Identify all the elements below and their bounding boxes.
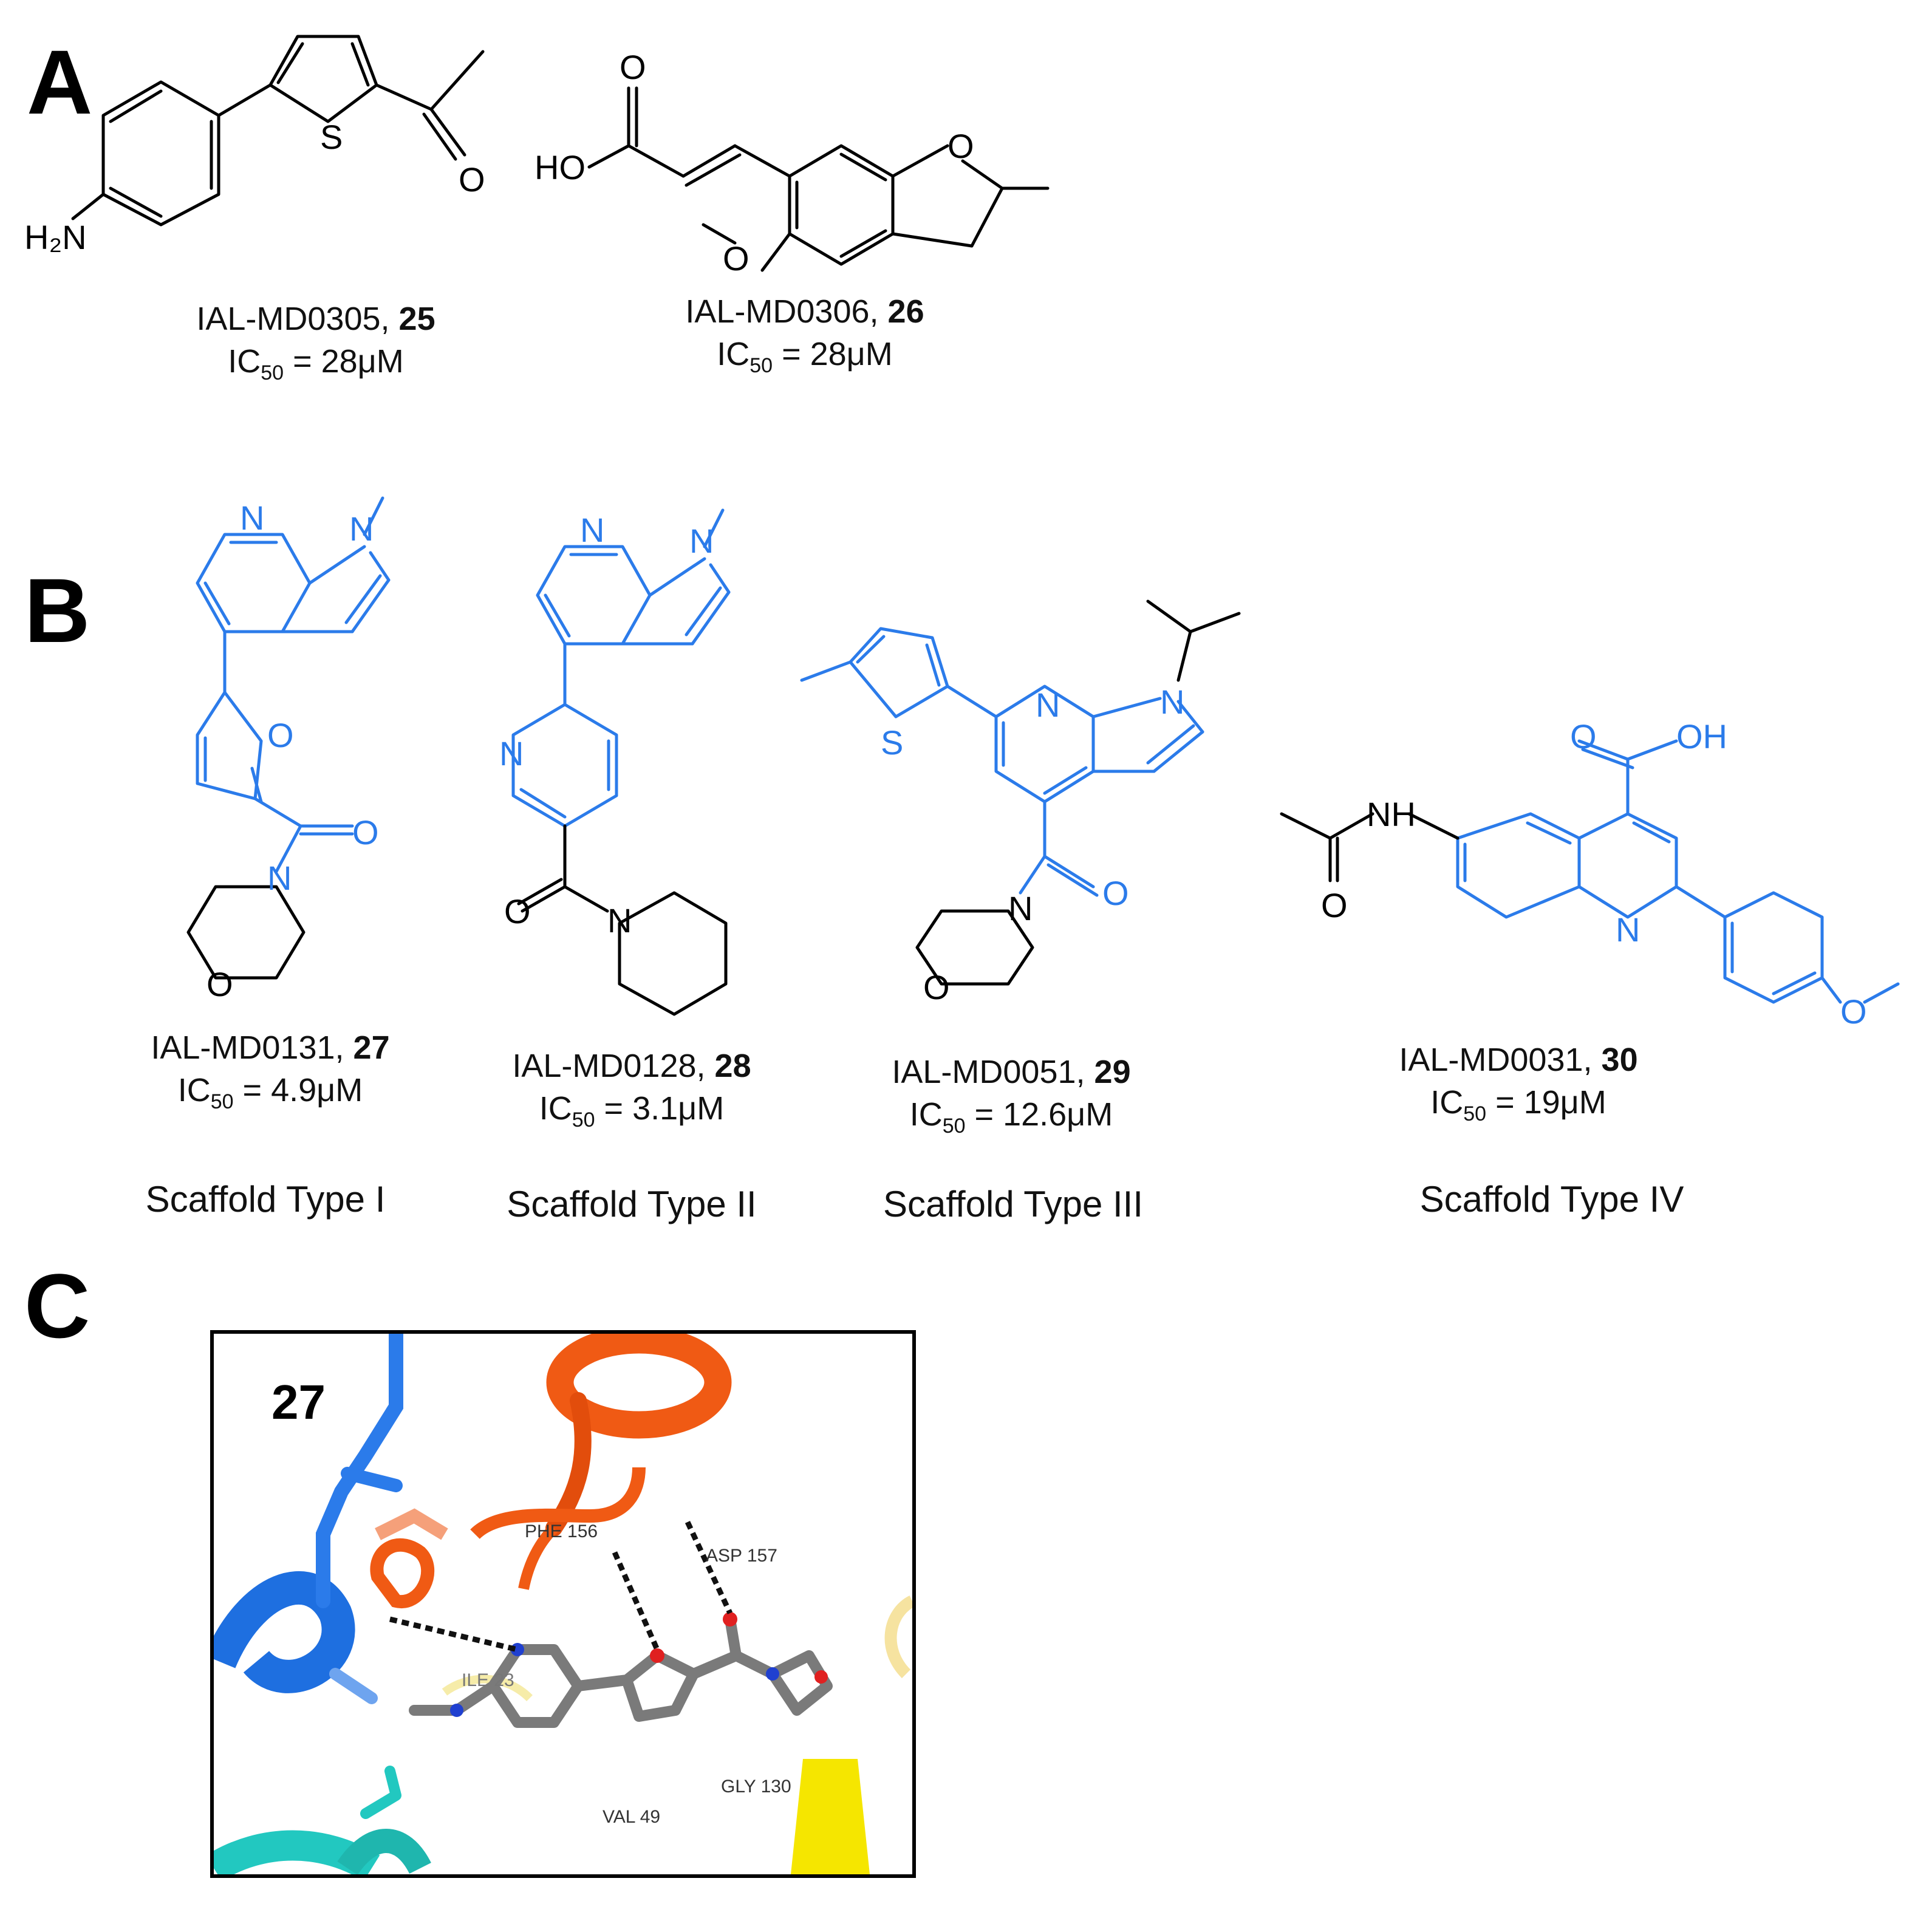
- atom-n: N: [607, 901, 632, 940]
- atom-n: N: [349, 510, 374, 548]
- ligand-27: [409, 1614, 833, 1728]
- atom-o: O: [267, 716, 294, 754]
- atom-nh: NH: [1367, 795, 1416, 833]
- atom-o: O: [923, 968, 950, 1006]
- caption-compound-29: IAL-MD0051, 29 IC50 = 12.6μM: [892, 1054, 1131, 1138]
- panel-label-a: A: [27, 31, 93, 133]
- atom-o: O: [207, 965, 233, 1003]
- ligand-heteroatoms: [450, 1612, 828, 1717]
- atom-n: N: [240, 499, 264, 537]
- atom-n: N: [499, 734, 524, 773]
- atom-n: N: [1616, 910, 1640, 949]
- atom-o: O: [1570, 717, 1597, 756]
- atom-s: S: [320, 118, 343, 156]
- residue-label-asp-157: ASP 157: [706, 1546, 777, 1566]
- scaffold-label-type-iii: Scaffold Type III: [883, 1184, 1144, 1224]
- atom-o: O: [1102, 874, 1129, 912]
- atom-oh: OH: [1676, 717, 1727, 756]
- residue-label-gly-130: GLY 130: [721, 1777, 791, 1797]
- atom-n: N: [580, 511, 604, 549]
- phe-156-sidechain: [370, 1508, 448, 1609]
- caption-compound-26: IAL-MD0306, 26 IC50 = 28μM: [685, 293, 924, 377]
- atom-n: N: [1036, 686, 1060, 724]
- docking-compound-label: 27: [271, 1375, 326, 1429]
- atom-n: N: [1160, 683, 1184, 721]
- structure-compound-26: O HO O O: [534, 48, 1050, 278]
- helix-orange: [470, 1334, 732, 1590]
- residue-label-ile-23: ILE 23: [462, 1670, 514, 1690]
- hydrogen-bonds: [389, 1521, 733, 1653]
- atom-n: N: [689, 522, 714, 560]
- atom-o: O: [723, 239, 749, 278]
- panel-label-c: C: [24, 1255, 90, 1357]
- atom-o: O: [352, 813, 379, 852]
- panel-label-b: B: [24, 559, 90, 661]
- helix-blue: [214, 1334, 403, 1704]
- helix-cyan: [214, 1766, 431, 1874]
- structure-compound-29: S N N O N O: [800, 599, 1241, 1006]
- atom-ho: HO: [534, 148, 586, 186]
- residue-label-val-49: VAL 49: [603, 1807, 660, 1827]
- atom-s: S: [881, 723, 903, 762]
- helix-yellow: [442, 1596, 912, 1874]
- atom-nh2: H₂N: [24, 218, 87, 256]
- atom-o: O: [1321, 886, 1348, 924]
- atom-o: O: [504, 892, 531, 930]
- atom-n: N: [267, 859, 292, 897]
- atom-o: O: [620, 48, 646, 86]
- structure-compound-25: S O H₂N: [24, 35, 485, 256]
- structure-compound-28: N N N O N: [499, 508, 731, 1016]
- atom-o: O: [459, 160, 485, 199]
- scaffold-label-type-iv: Scaffold Type IV: [1419, 1179, 1684, 1220]
- docking-view: 27 PHE 156 ASP 157 ILE 23 VAL 49 GLY 130: [210, 1330, 916, 1878]
- atom-o: O: [947, 127, 974, 165]
- atom-n: N: [1008, 889, 1033, 927]
- residue-label-phe-156: PHE 156: [525, 1521, 598, 1541]
- structure-compound-30: O OH N O NH O: [1280, 717, 1900, 1031]
- caption-compound-30: IAL-MD0031, 30 IC50 = 19μM: [1399, 1042, 1638, 1125]
- scaffold-label-type-i: Scaffold Type I: [145, 1179, 386, 1220]
- caption-compound-28: IAL-MD0128, 28 IC50 = 3.1μM: [512, 1048, 751, 1132]
- scaffold-label-type-ii: Scaffold Type II: [507, 1184, 757, 1224]
- caption-compound-25: IAL-MD0305, 25 IC50 = 28μM: [196, 301, 435, 384]
- atom-o: O: [1840, 992, 1867, 1031]
- structure-compound-27: N N O O N O: [186, 496, 391, 1003]
- caption-compound-27: IAL-MD0131, 27 IC50 = 4.9μM: [151, 1029, 390, 1113]
